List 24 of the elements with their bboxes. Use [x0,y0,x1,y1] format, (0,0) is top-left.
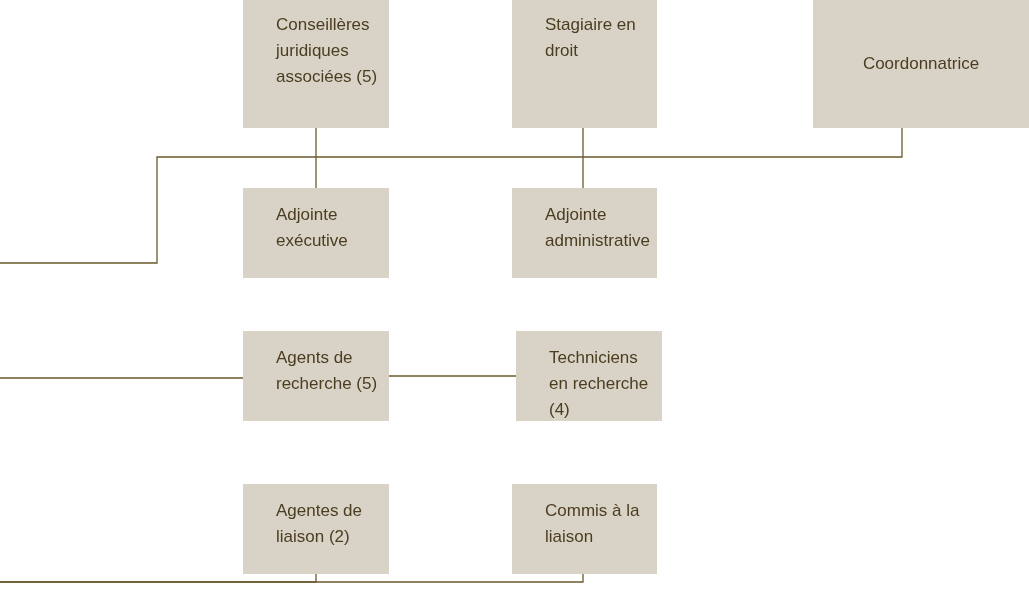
role-label: Conseillères juridiques associées (5) [276,14,379,88]
connector-line [0,127,903,264]
role-label: Adjointe exécutive [276,204,349,252]
org-box [516,331,662,421]
role-label: Techniciens en recherche (4) [549,347,650,421]
connector-line [0,573,584,583]
role-label: Agents de recherche (5) [276,347,379,395]
org-box [512,0,657,128]
role-label: Agentes de liaison (2) [276,500,363,548]
role-label: Commis à la liaison [545,500,641,548]
org-box [243,331,389,421]
role-label: Adjointe administrative [545,204,647,252]
connector-line [388,375,517,377]
role-label: Coordonnatrice [862,53,980,75]
connector-line [0,377,244,379]
connector-line [582,127,584,189]
org-box [243,484,389,574]
org-box [243,0,389,128]
role-label: Stagiaire en droit [545,14,637,62]
org-box [813,0,1029,128]
org-box [512,188,657,278]
connector-line [315,127,317,189]
org-box [512,484,657,574]
org-box [243,188,389,278]
